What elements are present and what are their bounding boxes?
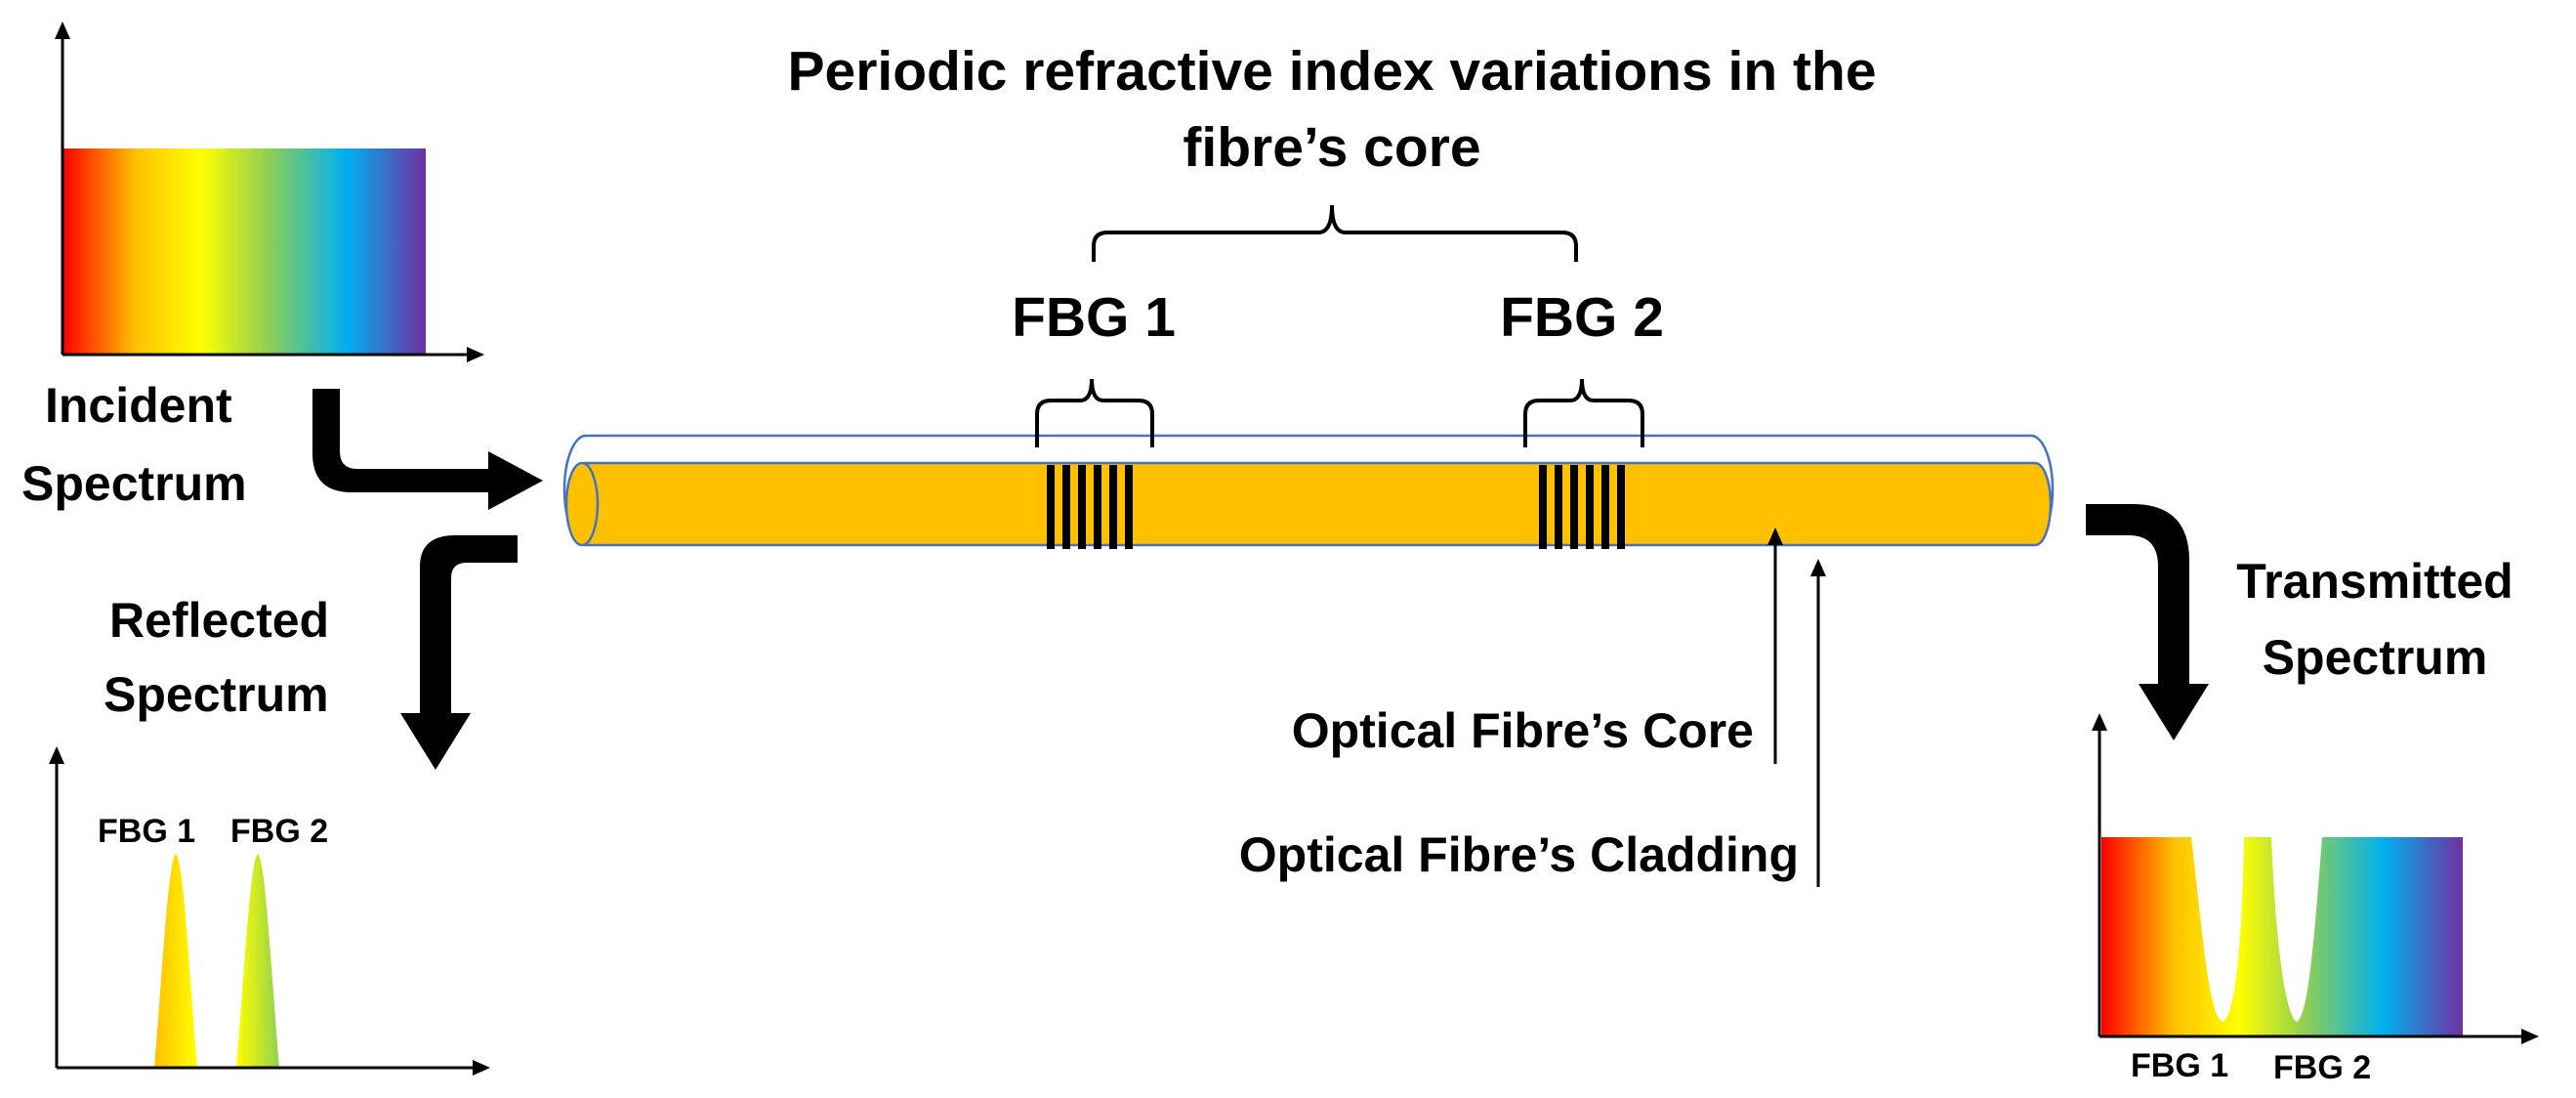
fbg1-brace-icon [1035, 378, 1154, 447]
transmitted-dip-label-fbg1: FBG 1 [2131, 1047, 2228, 1084]
grating-line [1125, 465, 1133, 549]
transmitted-dip-label-fbg2: FBG 2 [2273, 1049, 2371, 1086]
fbg2-label: FBG 2 [1500, 286, 1664, 349]
grating-line [1586, 465, 1594, 549]
transmitted-label-line2: Spectrum [2263, 630, 2488, 685]
reflected-x-axis-arrow-icon [473, 1060, 490, 1076]
incident-spectrum-band [62, 148, 426, 355]
cladding-pointer-arrow-icon [1810, 559, 1826, 576]
grating-line [1062, 465, 1070, 549]
cladding-label: Optical Fibre’s Cladding [1239, 827, 1799, 882]
grating-line [1094, 465, 1101, 549]
grating-fbg2 [1539, 465, 1625, 549]
transmitted-arrow-icon [2086, 504, 2209, 740]
grating-fbg1 [1047, 465, 1133, 549]
grating-line [1539, 465, 1547, 549]
top-brace-icon [1092, 204, 1578, 262]
transmitted-label-line1: Transmitted [2236, 554, 2513, 609]
core-label: Optical Fibre’s Core [1292, 703, 1754, 758]
incident-x-axis-arrow-icon [467, 347, 484, 362]
grating-line [1601, 465, 1609, 549]
reflected-peak-label-fbg1: FBG 1 [98, 813, 195, 850]
grating-line [1047, 465, 1055, 549]
reflected-label-line2: Spectrum [104, 667, 329, 722]
reflected-peak-label-fbg2: FBG 2 [230, 813, 328, 850]
fbg1-label: FBG 1 [1012, 286, 1176, 349]
incident-label-line2: Spectrum [21, 456, 247, 511]
fbg2-brace-icon [1523, 378, 1644, 447]
transmitted-x-axis-arrow-icon [2521, 1029, 2539, 1044]
grating-line [1109, 465, 1117, 549]
top-label-line1: Periodic refractive index variations in … [787, 40, 1876, 103]
transmitted-spectrum-band [2101, 837, 2463, 1036]
fibre-core [568, 461, 2053, 547]
grating-line [1617, 465, 1625, 549]
fibre-core-end [564, 461, 600, 547]
incident-spectrum-plot [55, 21, 484, 362]
incident-y-axis-arrow-icon [55, 21, 70, 39]
grating-line [1570, 465, 1578, 549]
optical-fibre [562, 434, 2055, 549]
reflected-arrow-icon [400, 535, 518, 770]
transmitted-y-axis-arrow-icon [2092, 713, 2107, 731]
incident-arrow-icon [312, 389, 543, 510]
top-label-line2: fibre’s core [1183, 116, 1480, 179]
reflected-peak-fbg1 [154, 854, 197, 1068]
reflected-label-line1: Reflected [109, 593, 329, 648]
grating-line [1555, 465, 1562, 549]
reflected-spectrum-plot [49, 746, 490, 1076]
reflected-peak-fbg2 [236, 854, 279, 1068]
grating-line [1078, 465, 1086, 549]
core-pointer-arrow-icon [1767, 528, 1783, 545]
transmitted-spectrum-plot [2092, 713, 2539, 1044]
incident-label-line1: Incident [45, 378, 232, 433]
reflected-y-axis-arrow-icon [49, 746, 64, 764]
